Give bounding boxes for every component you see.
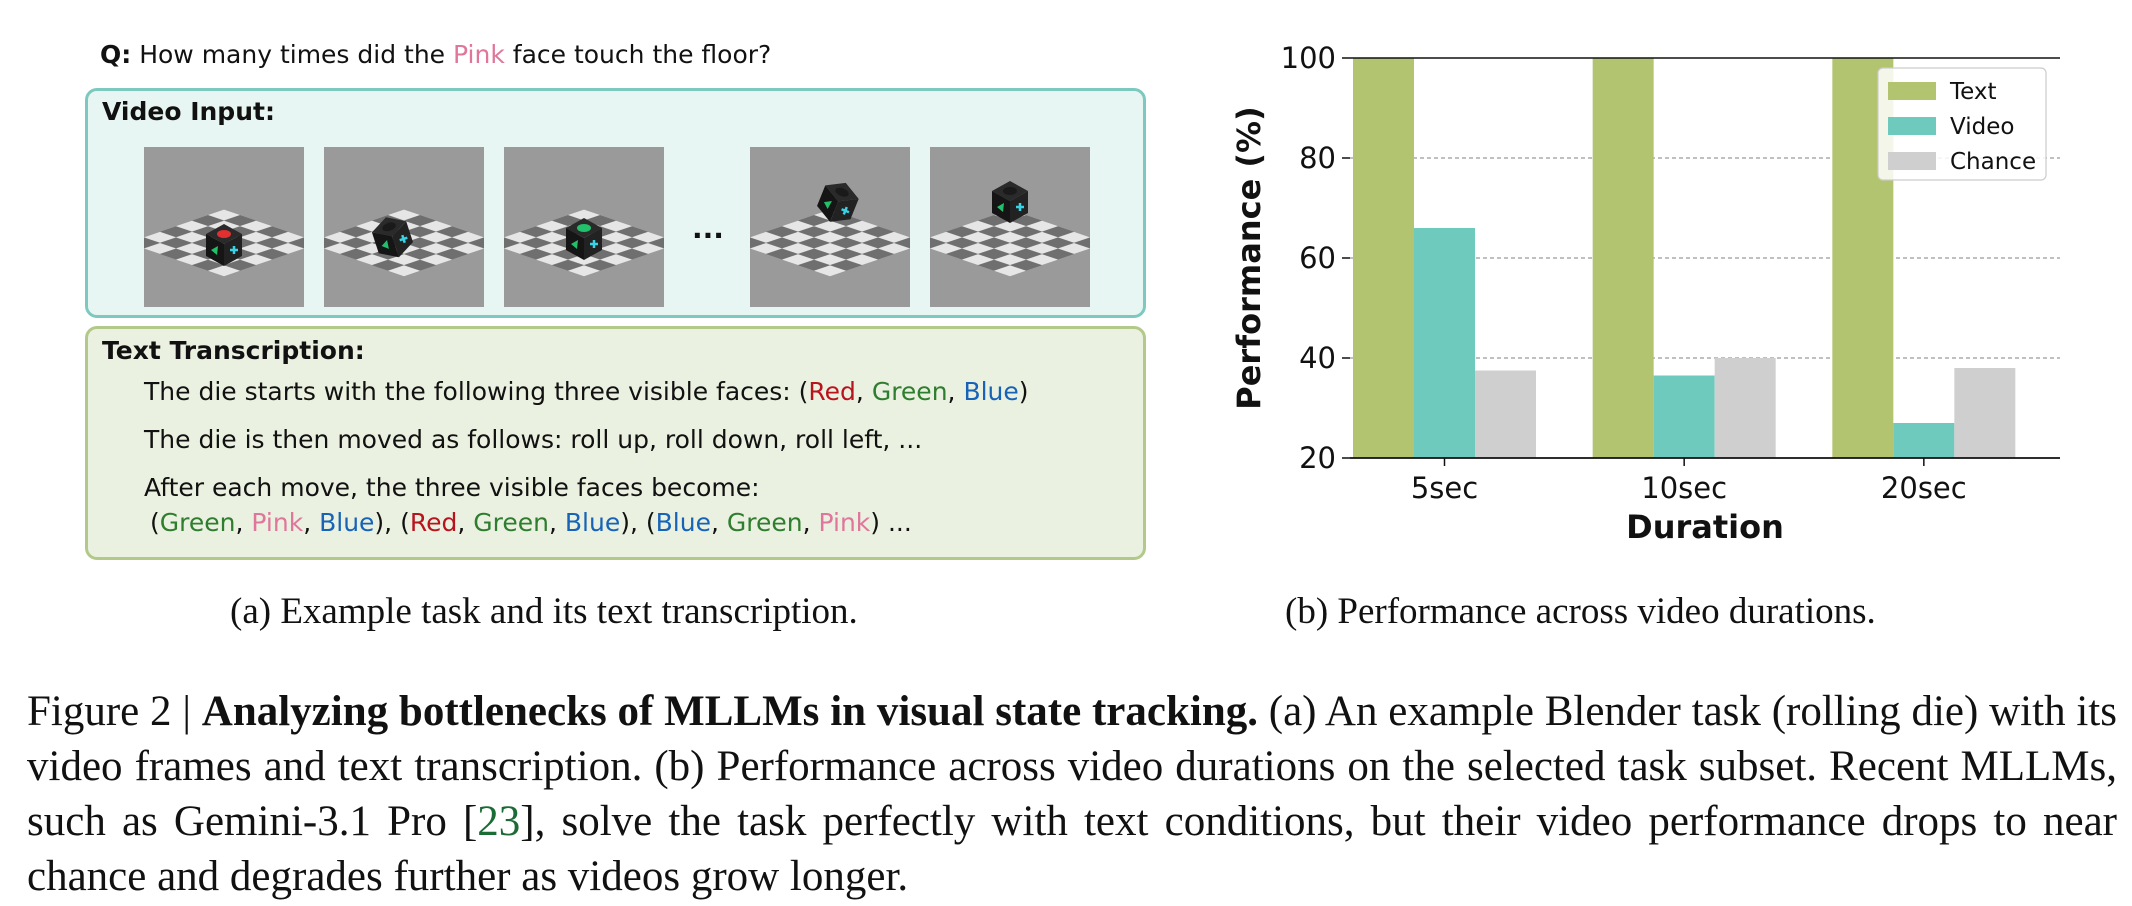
seq-1-open: ( — [400, 508, 410, 537]
bar-video — [1893, 423, 1955, 458]
bar-chance — [1475, 370, 1536, 458]
seq-2-sep2: , — [802, 508, 819, 537]
question-text: Q: How many times did the Pink face touc… — [100, 40, 771, 69]
line1-close: ) — [1018, 377, 1029, 406]
transcription-line-2: The die is then moved as follows: roll u… — [144, 425, 923, 454]
seq-2-close: ) ... — [870, 508, 912, 537]
seq-0-sep1: , — [235, 508, 252, 537]
seq-0-open: ( — [150, 508, 160, 537]
transcription-sequence: (Green, Pink, Blue), (Red, Green, Blue),… — [150, 508, 912, 537]
caption-panel-b: (b) Performance across video durations. — [1285, 591, 1876, 632]
seq-2-a: Blue — [655, 508, 711, 537]
line1-sep1: , — [855, 377, 872, 406]
line1-red: Red — [808, 377, 856, 406]
seq-0-a: Green — [159, 508, 236, 537]
video-frame — [750, 147, 910, 307]
figure-caption-title: Analyzing bottlenecks of MLLMs in visual… — [201, 688, 1258, 735]
citation-link[interactable]: 23 — [477, 798, 521, 845]
legend-swatch-video — [1888, 117, 1936, 135]
figure-caption-body-2: ], solve the task perfectly with text co… — [27, 798, 2117, 900]
bar-chance — [1714, 358, 1776, 458]
text-transcription-title: Text Transcription: — [102, 336, 365, 365]
seq-0-close: ), — [374, 508, 401, 537]
legend-label-chance: Chance — [1950, 149, 2036, 175]
seq-1-close: ), — [620, 508, 646, 537]
bar-video — [1414, 228, 1475, 458]
transcription-line-3: After each move, the three visible faces… — [144, 473, 760, 502]
seq-1-sep2: , — [548, 508, 565, 537]
line1-green: Green — [871, 377, 948, 406]
legend-swatch-chance — [1888, 152, 1936, 170]
seq-1-b: Green — [473, 508, 549, 537]
seq-2-b: Green — [726, 508, 803, 537]
legend-swatch-text — [1888, 82, 1936, 100]
seq-2-c: Pink — [818, 508, 871, 537]
figure-caption: Figure 2 | Analyzing bottlenecks of MLLM… — [27, 684, 2117, 904]
seq-1-c: Blue — [564, 508, 621, 537]
legend-label-text: Text — [1949, 79, 1997, 105]
y-tick-label: 60 — [1299, 241, 1336, 275]
frames-ellipsis: ... — [692, 212, 724, 245]
x-axis-label: Duration — [1626, 508, 1784, 546]
x-tick-label: 20sec — [1881, 471, 1967, 505]
question-pink: Pink — [453, 40, 505, 69]
figure-caption-prefix: Figure 2 | — [27, 688, 202, 735]
question-before: How many times did the — [139, 40, 446, 69]
video-input-title: Video Input: — [102, 97, 275, 126]
figure-caption-body-1: (a) An example Blender task (rolling die… — [27, 688, 2117, 845]
y-tick-label: 100 — [1281, 41, 1336, 75]
seq-0-sep2: , — [303, 508, 320, 537]
seq-1-a: Red — [409, 508, 458, 537]
transcription-line-1: The die starts with the following three … — [144, 377, 1029, 406]
bar-video — [1653, 375, 1715, 458]
video-frame — [930, 147, 1090, 307]
video-frame — [324, 147, 484, 307]
question-after: face touch the floor? — [512, 40, 772, 69]
y-axis-label: Performance (%) — [1230, 106, 1268, 409]
x-tick-label: 10sec — [1641, 471, 1727, 505]
bar-text — [1592, 58, 1654, 458]
line1-prefix: The die starts with the following three … — [144, 377, 809, 406]
line1-blue: Blue — [963, 377, 1019, 406]
y-tick-label: 40 — [1299, 341, 1336, 375]
y-tick-label: 80 — [1299, 141, 1336, 175]
text-transcription-box — [85, 326, 1146, 560]
seq-1-sep1: , — [457, 508, 474, 537]
question-prefix: Q: — [100, 40, 132, 69]
bar-chance — [1954, 368, 2016, 458]
y-tick-label: 20 — [1299, 441, 1336, 475]
line1-sep2: , — [947, 377, 964, 406]
x-tick-label: 5sec — [1411, 471, 1478, 505]
bar-text — [1353, 58, 1414, 458]
seq-0-b: Pink — [251, 508, 304, 537]
video-frame — [504, 147, 664, 307]
caption-panel-a: (a) Example task and its text transcript… — [230, 591, 858, 632]
video-frame — [144, 147, 304, 307]
seq-0-c: Blue — [319, 508, 375, 537]
seq-2-sep1: , — [710, 508, 727, 537]
legend-label-video: Video — [1950, 114, 2014, 140]
seq-2-open: ( — [645, 508, 656, 537]
